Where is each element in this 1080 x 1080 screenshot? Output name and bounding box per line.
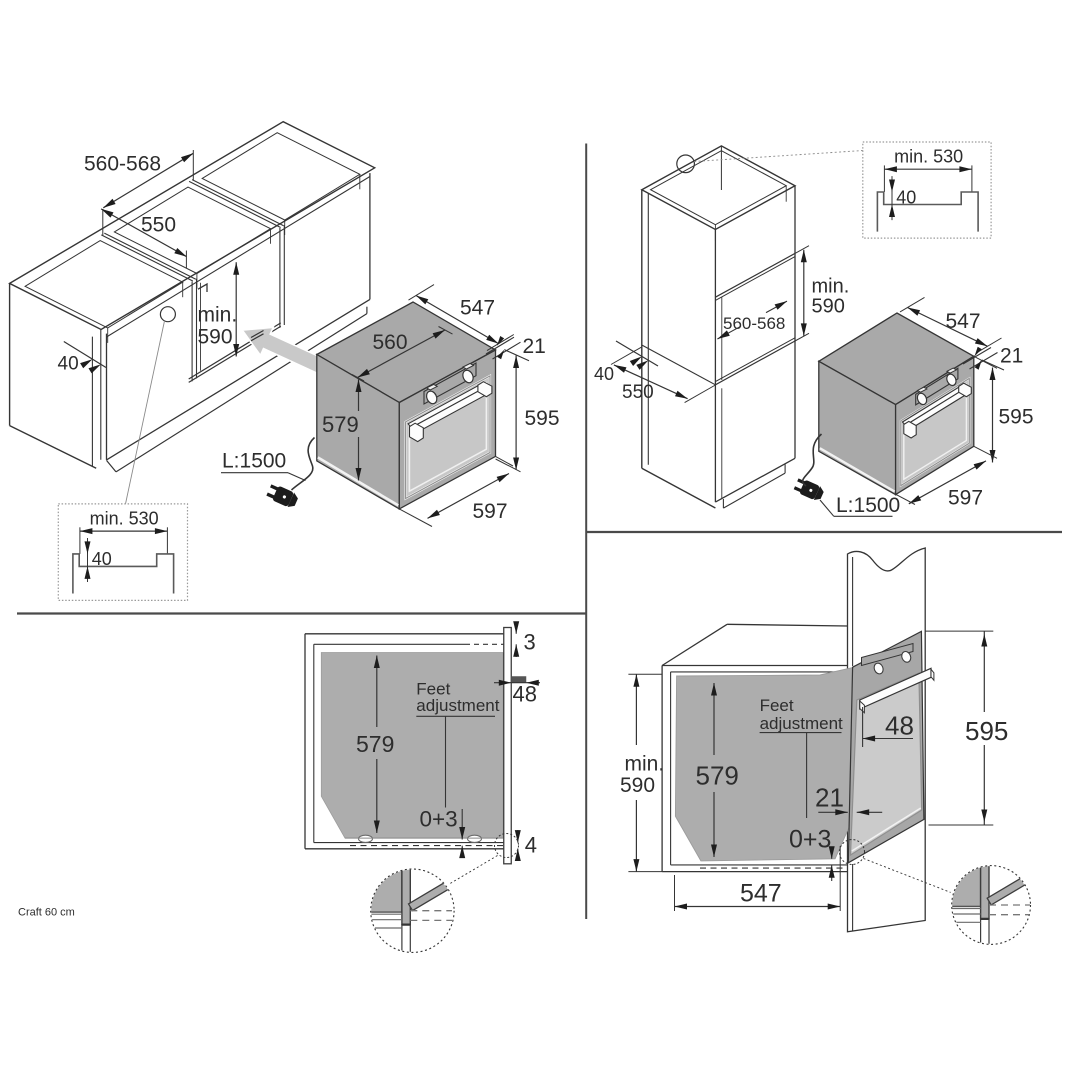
svg-text:40: 40 xyxy=(58,354,79,375)
svg-text:560-568: 560-568 xyxy=(84,153,161,176)
svg-text:Craft 60 cm: Craft 60 cm xyxy=(18,907,75,919)
svg-text:0+3: 0+3 xyxy=(789,826,831,854)
svg-text:597: 597 xyxy=(473,500,508,523)
svg-text:21: 21 xyxy=(815,783,844,813)
svg-text:48: 48 xyxy=(885,711,914,741)
svg-text:adjustment: adjustment xyxy=(760,714,843,733)
svg-text:560-568: 560-568 xyxy=(723,314,785,333)
svg-text:L:1500: L:1500 xyxy=(222,450,286,473)
svg-text:595: 595 xyxy=(999,406,1034,429)
svg-text:595: 595 xyxy=(965,716,1008,746)
svg-text:48: 48 xyxy=(513,682,537,707)
svg-text:579: 579 xyxy=(322,412,359,437)
svg-text:3: 3 xyxy=(524,630,536,655)
svg-text:21: 21 xyxy=(523,335,546,358)
svg-text:550: 550 xyxy=(622,382,654,403)
svg-text:547: 547 xyxy=(740,880,782,908)
svg-text:min.: min. xyxy=(812,276,850,298)
svg-text:579: 579 xyxy=(696,761,739,791)
svg-text:590: 590 xyxy=(620,774,655,797)
svg-text:Feet: Feet xyxy=(416,680,450,699)
svg-text:min.: min. xyxy=(198,304,238,327)
svg-text:547: 547 xyxy=(946,310,981,333)
svg-text:21: 21 xyxy=(1000,345,1023,368)
svg-text:4: 4 xyxy=(525,833,537,858)
svg-text:min.: min. xyxy=(625,753,665,776)
svg-text:597: 597 xyxy=(948,487,983,510)
svg-text:579: 579 xyxy=(356,731,394,757)
svg-text:Feet: Feet xyxy=(760,696,794,715)
svg-text:547: 547 xyxy=(460,297,495,320)
svg-text:40: 40 xyxy=(594,364,614,384)
svg-text:40: 40 xyxy=(896,187,916,207)
svg-text:min. 530: min. 530 xyxy=(894,147,963,167)
svg-text:min. 530: min. 530 xyxy=(90,509,159,529)
svg-text:550: 550 xyxy=(141,214,176,237)
svg-text:L:1500: L:1500 xyxy=(836,494,900,517)
svg-text:590: 590 xyxy=(812,296,845,318)
svg-text:560: 560 xyxy=(373,331,408,354)
svg-text:595: 595 xyxy=(525,407,560,430)
svg-text:adjustment: adjustment xyxy=(416,696,499,715)
svg-text:0+3: 0+3 xyxy=(420,806,458,831)
svg-text:590: 590 xyxy=(198,326,233,349)
svg-text:40: 40 xyxy=(92,549,112,569)
